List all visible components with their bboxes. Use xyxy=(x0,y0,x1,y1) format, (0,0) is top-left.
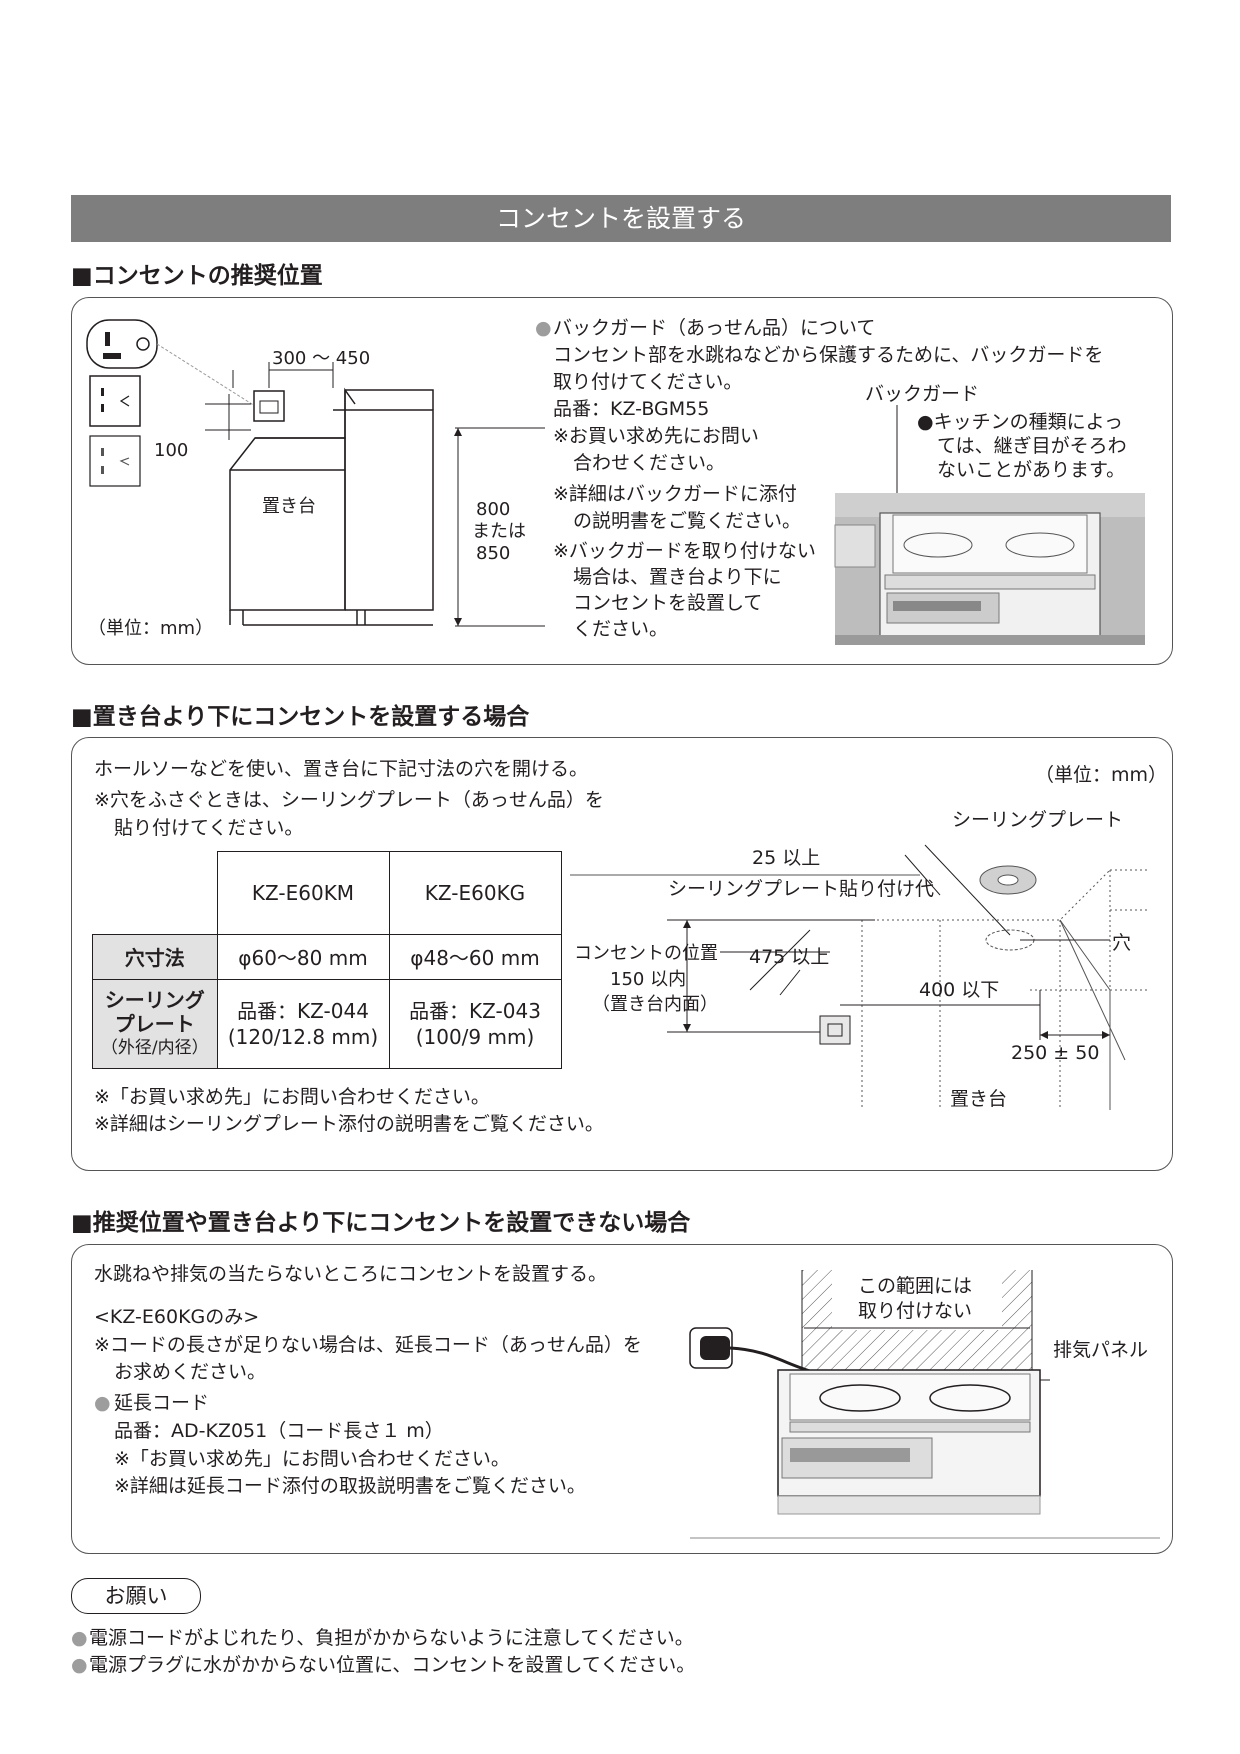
section1-title: ■コンセントの推奨位置 xyxy=(71,263,323,289)
stand-label: 置き台 xyxy=(262,496,316,517)
request-badge: お願い xyxy=(71,1578,201,1614)
section2-intro3: 貼り付けてください。 xyxy=(114,817,304,839)
dim-height-800: 800 xyxy=(476,499,511,520)
table-hole-km: φ60～80 mm xyxy=(216,933,390,980)
dim-25-label: 25 以上 xyxy=(752,847,821,869)
section2-foot2: ※詳細はシーリングプレート添付の説明書をご覧ください。 xyxy=(94,1113,604,1135)
backguard-illustration xyxy=(834,405,1145,645)
backguard-note-line1: バックガード（あっせん品）について xyxy=(553,317,876,339)
outlet-pos-label-3: （置き台内面） xyxy=(592,994,718,1015)
kitchen-caution-2: ては、継ぎ目がそろわ xyxy=(937,435,1127,457)
bullet-icon: ● xyxy=(94,1392,111,1414)
backguard-label: バックガード xyxy=(865,383,980,405)
exhaust-illustration xyxy=(689,1270,1160,1539)
note3-line3: コンセントを設置して xyxy=(573,592,763,614)
section3-line1: 水跳ねや排気の当たらないところにコンセントを設置する。 xyxy=(94,1263,608,1285)
dim-height-850: 850 xyxy=(476,543,511,564)
outlet-pos-label-1: コンセントの位置 xyxy=(574,943,718,964)
no-install-label-2: 取り付けない xyxy=(858,1300,973,1322)
seal-area-label: シーリングプレート貼り付け代 xyxy=(668,878,935,900)
section3-line8: ※詳細は延長コード添付の取扱説明書をご覧ください。 xyxy=(114,1475,586,1497)
section1-box xyxy=(71,297,1173,665)
hole-label: 穴 xyxy=(1112,932,1132,954)
bullet-icon: ● xyxy=(71,1627,88,1649)
table-header-kg: KZ-E60KG xyxy=(388,851,562,935)
request-item-2: 電源プラグに水がかからない位置に、コンセントを設置してください。 xyxy=(89,1654,696,1676)
exhaust-panel-label: 排気パネル xyxy=(1053,1339,1149,1361)
section2-unit: （単位：mm） xyxy=(1035,764,1168,786)
note2-line1: ※詳細はバックガードに添付 xyxy=(553,483,797,505)
hole-size-table: KZ-E60KM KZ-E60KG 穴寸法 φ60～80 mm φ48～60 m… xyxy=(92,851,562,1069)
dim-width-label: 300 ～ 450 xyxy=(272,348,371,369)
dim-475-label: 475 以上 xyxy=(749,946,830,968)
table-corner xyxy=(92,851,218,935)
backguard-note-line2: コンセント部を水跳ねなどから保護するために、バックガードを xyxy=(553,344,1104,366)
section3-title: ■推奨位置や置き台より下にコンセントを設置できない場合 xyxy=(71,1210,691,1236)
section3-line6: 品番：AD-KZ051（コード長さ１ m） xyxy=(114,1420,444,1442)
dim-250-label: 250 ± 50 xyxy=(1011,1042,1100,1064)
kitchen-caution-1: ●キッチンの種類によっ xyxy=(917,411,1124,433)
table-plate-km: 品番：KZ-044 (120/12.8 mm) xyxy=(216,978,390,1069)
section3-box xyxy=(71,1244,1173,1554)
bullet-icon: ● xyxy=(535,317,552,339)
note3-line1: ※バックガードを取り付けない xyxy=(553,540,816,562)
section2-foot1: ※「お買い求め先」にお問い合わせください。 xyxy=(94,1086,490,1108)
dim-100-label: 100 xyxy=(154,440,189,461)
section3-line4: お求めください。 xyxy=(114,1361,267,1383)
table-row-plate-label: シーリング プレート （外径/内径） xyxy=(92,978,218,1069)
section3-line3: ※コードの長さが足りない場合は、延長コード（あっせん品）を xyxy=(94,1334,642,1356)
hole-position-diagram xyxy=(570,844,1150,1110)
no-install-label-1: この範囲には xyxy=(858,1275,973,1297)
section2-title: ■置き台より下にコンセントを設置する場合 xyxy=(71,704,530,730)
table-header-km: KZ-E60KM xyxy=(216,851,390,935)
table-plate-kg: 品番：KZ-043 (100/9 mm) xyxy=(388,978,562,1069)
backguard-part-number: 品番：KZ-BGM55 xyxy=(553,398,710,420)
unit-label: （単位：mm） xyxy=(88,618,214,639)
note1-line1: ※お買い求め先にお問い xyxy=(553,425,759,447)
dim-height-or: または xyxy=(472,521,526,542)
kitchen-caution-3: ないことがあります。 xyxy=(937,459,1126,481)
outlet-position-diagram xyxy=(86,319,545,627)
note1-line2: 合わせください。 xyxy=(573,452,726,474)
section3-line2: <KZ-E60KGのみ> xyxy=(94,1306,260,1328)
dim-400-label: 400 以下 xyxy=(919,979,1000,1001)
backguard-note-line3: 取り付けてください。 xyxy=(553,371,743,393)
section3-line5: 延長コード xyxy=(114,1392,210,1414)
section-banner: コンセントを設置する xyxy=(71,195,1171,242)
section3-line7: ※「お買い求め先」にお問い合わせください。 xyxy=(114,1448,510,1470)
note3-line4: ください。 xyxy=(573,618,669,640)
table-row-hole-label: 穴寸法 xyxy=(92,933,218,980)
request-item-1: 電源コードがよじれたり、負担がかからないように注意してください。 xyxy=(89,1627,694,1649)
section2-box xyxy=(71,737,1173,1171)
table-hole-kg: φ48～60 mm xyxy=(388,933,562,980)
seal-plate-label: シーリングプレート xyxy=(952,809,1124,831)
section2-intro1: ホールソーなどを使い、置き台に下記寸法の穴を開ける。 xyxy=(94,758,589,780)
note3-line2: 場合は、置き台より下に xyxy=(573,566,782,588)
stand-label-2: 置き台 xyxy=(950,1088,1008,1110)
bullet-icon: ● xyxy=(71,1654,88,1676)
section2-intro2: ※穴をふさぐときは、シーリングプレート（あっせん品）を xyxy=(94,789,604,811)
note2-line2: の説明書をご覧ください。 xyxy=(573,510,802,532)
outlet-pos-label-2: 150 以内 xyxy=(610,969,687,990)
